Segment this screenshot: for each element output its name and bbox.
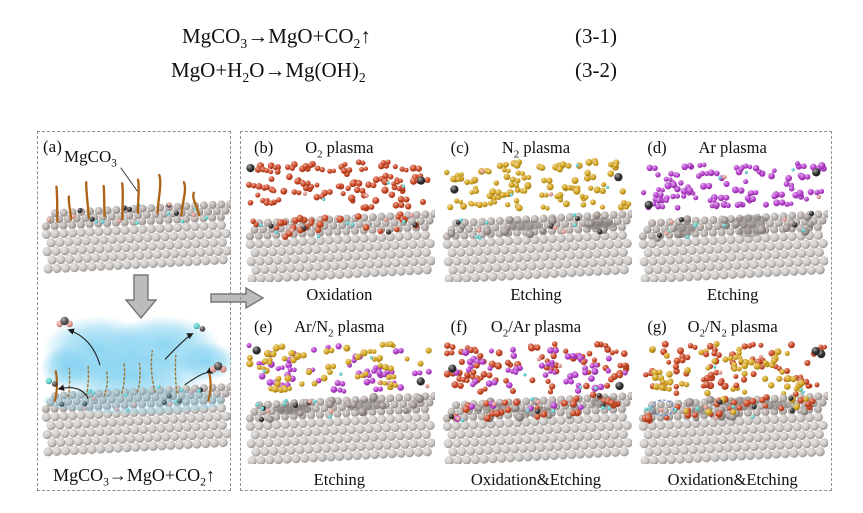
mgco3-surface-illustration	[41, 167, 231, 274]
panel-a-caption: MgCO3→MgO+CO2↑	[53, 465, 215, 489]
plasma-illustration-d	[639, 161, 829, 282]
panel-title: O2/N2 plasma	[687, 317, 778, 340]
panel-caption: Oxidation&Etching	[667, 470, 798, 489]
equation-3-2: MgO+H2O→Mg(OH)2	[171, 58, 366, 86]
panel-title: Ar plasma	[698, 138, 767, 157]
panel-title: O2 plasma	[305, 138, 374, 161]
right-arrow-icon	[210, 287, 264, 309]
panel-caption: Etching	[313, 470, 365, 489]
panel-a: (a) MgCO3 MgCO3→MgO+CO2↑	[37, 131, 231, 491]
equation-3-1: MgCO3→MgO+CO2↑	[182, 24, 371, 52]
plasma-illustration-c	[442, 158, 632, 282]
panel-label: (f)	[450, 317, 468, 336]
equation-3-2-number: (3-2)	[575, 58, 617, 82]
panel-caption: Oxidation	[306, 285, 373, 304]
panel-caption: Etching	[510, 285, 562, 304]
plasma-illustration-g	[639, 340, 829, 464]
panel-label: (b)	[254, 138, 274, 157]
panel-caption: Etching	[707, 285, 759, 304]
plasma-decomposition-illustration	[40, 316, 231, 457]
plasma-illustration-f	[442, 341, 632, 464]
down-arrow-icon	[124, 274, 158, 320]
panel-a-label: (a)	[43, 137, 62, 156]
equation-3-1-number: (3-1)	[575, 24, 617, 48]
mgco3-material-label: MgCO3	[64, 147, 117, 170]
panel-title: O2/Ar plasma	[490, 317, 582, 340]
panel-label: (e)	[254, 317, 273, 336]
panel-label: (d)	[647, 138, 667, 157]
panel-caption: Oxidation&Etching	[470, 470, 602, 489]
panel-title: Ar/N2 plasma	[294, 317, 385, 340]
plasma-illustration-b	[245, 159, 435, 282]
panel-title: N2 plasma	[501, 138, 571, 161]
panel-label: (c)	[450, 138, 469, 157]
panel-label: (g)	[647, 317, 667, 336]
plasma-illustration-e	[245, 341, 435, 464]
